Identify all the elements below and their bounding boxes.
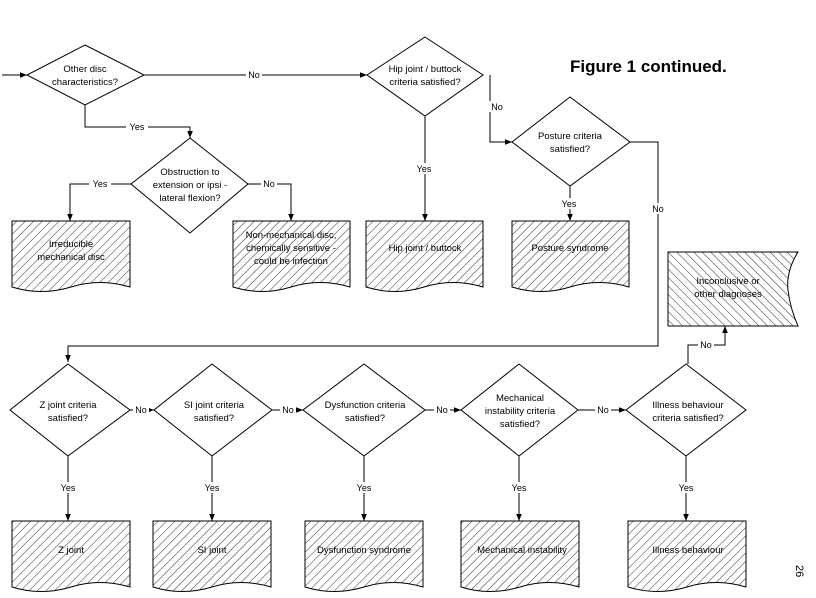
edge-hip-no: [489, 75, 512, 145]
label-z-no: No: [135, 405, 147, 415]
label-dysfunction-no: No: [436, 405, 448, 415]
label-other-disc-no: No: [248, 70, 260, 80]
outcome-non-mechanical: Non-mechanical disc,chemically sensitive…: [232, 220, 351, 292]
outcome-dysfunction-syndrome: Dysfunction syndrome: [304, 520, 424, 592]
label-illness-no: No: [700, 340, 712, 350]
label-obstruction-yes: Yes: [93, 179, 108, 189]
outcome-si-joint: SI joint: [152, 520, 272, 592]
label-mechanical-no: No: [597, 405, 609, 415]
label-obstruction-no: No: [263, 179, 275, 189]
svg-text:Z joint: Z joint: [58, 545, 84, 556]
svg-text:Illness behaviour: Illness behaviour: [652, 545, 723, 556]
svg-text:Posture syndrome: Posture syndrome: [531, 243, 608, 254]
label-hip-yes: Yes: [417, 164, 432, 174]
figure-title: Figure 1 continued.: [570, 57, 727, 76]
svg-text:Dysfunction syndrome: Dysfunction syndrome: [317, 545, 411, 556]
outcome-illness-behaviour: Illness behaviour: [627, 520, 747, 592]
label-mechanical-yes: Yes: [512, 483, 527, 493]
edge-obstruction-no: [248, 183, 294, 221]
page-number: 26: [793, 565, 805, 577]
label-dysfunction-yes: Yes: [357, 483, 372, 493]
label-si-yes: Yes: [205, 483, 220, 493]
label-si-no: No: [282, 405, 294, 415]
outcome-z-joint: Z joint: [11, 520, 131, 592]
label-other-disc-yes: Yes: [130, 122, 145, 132]
outcome-hip-buttock: Hip joint / buttock: [365, 220, 484, 292]
label-posture-yes: Yes: [562, 199, 577, 209]
svg-text:SI joint: SI joint: [197, 545, 226, 556]
label-z-yes: Yes: [61, 483, 76, 493]
outcome-posture-syndrome: Posture syndrome: [511, 220, 630, 292]
outcome-mechanical-instability: Mechanical instability: [460, 520, 580, 592]
edge-labels: No Yes Yes No Yes No Yes No No No No No …: [57, 69, 714, 493]
edge-obstruction-yes: [67, 183, 131, 221]
label-illness-yes: Yes: [679, 483, 694, 493]
label-posture-no: No: [652, 204, 664, 214]
edge-posture-no: [65, 141, 659, 362]
svg-text:Mechanical instability: Mechanical instability: [477, 545, 567, 556]
svg-text:Hip joint / buttock: Hip joint / buttock: [389, 243, 462, 254]
svg-text:Non-mechanical disc,chemically: Non-mechanical disc,chemically sensitive…: [246, 230, 337, 267]
label-hip-no: No: [491, 102, 503, 112]
